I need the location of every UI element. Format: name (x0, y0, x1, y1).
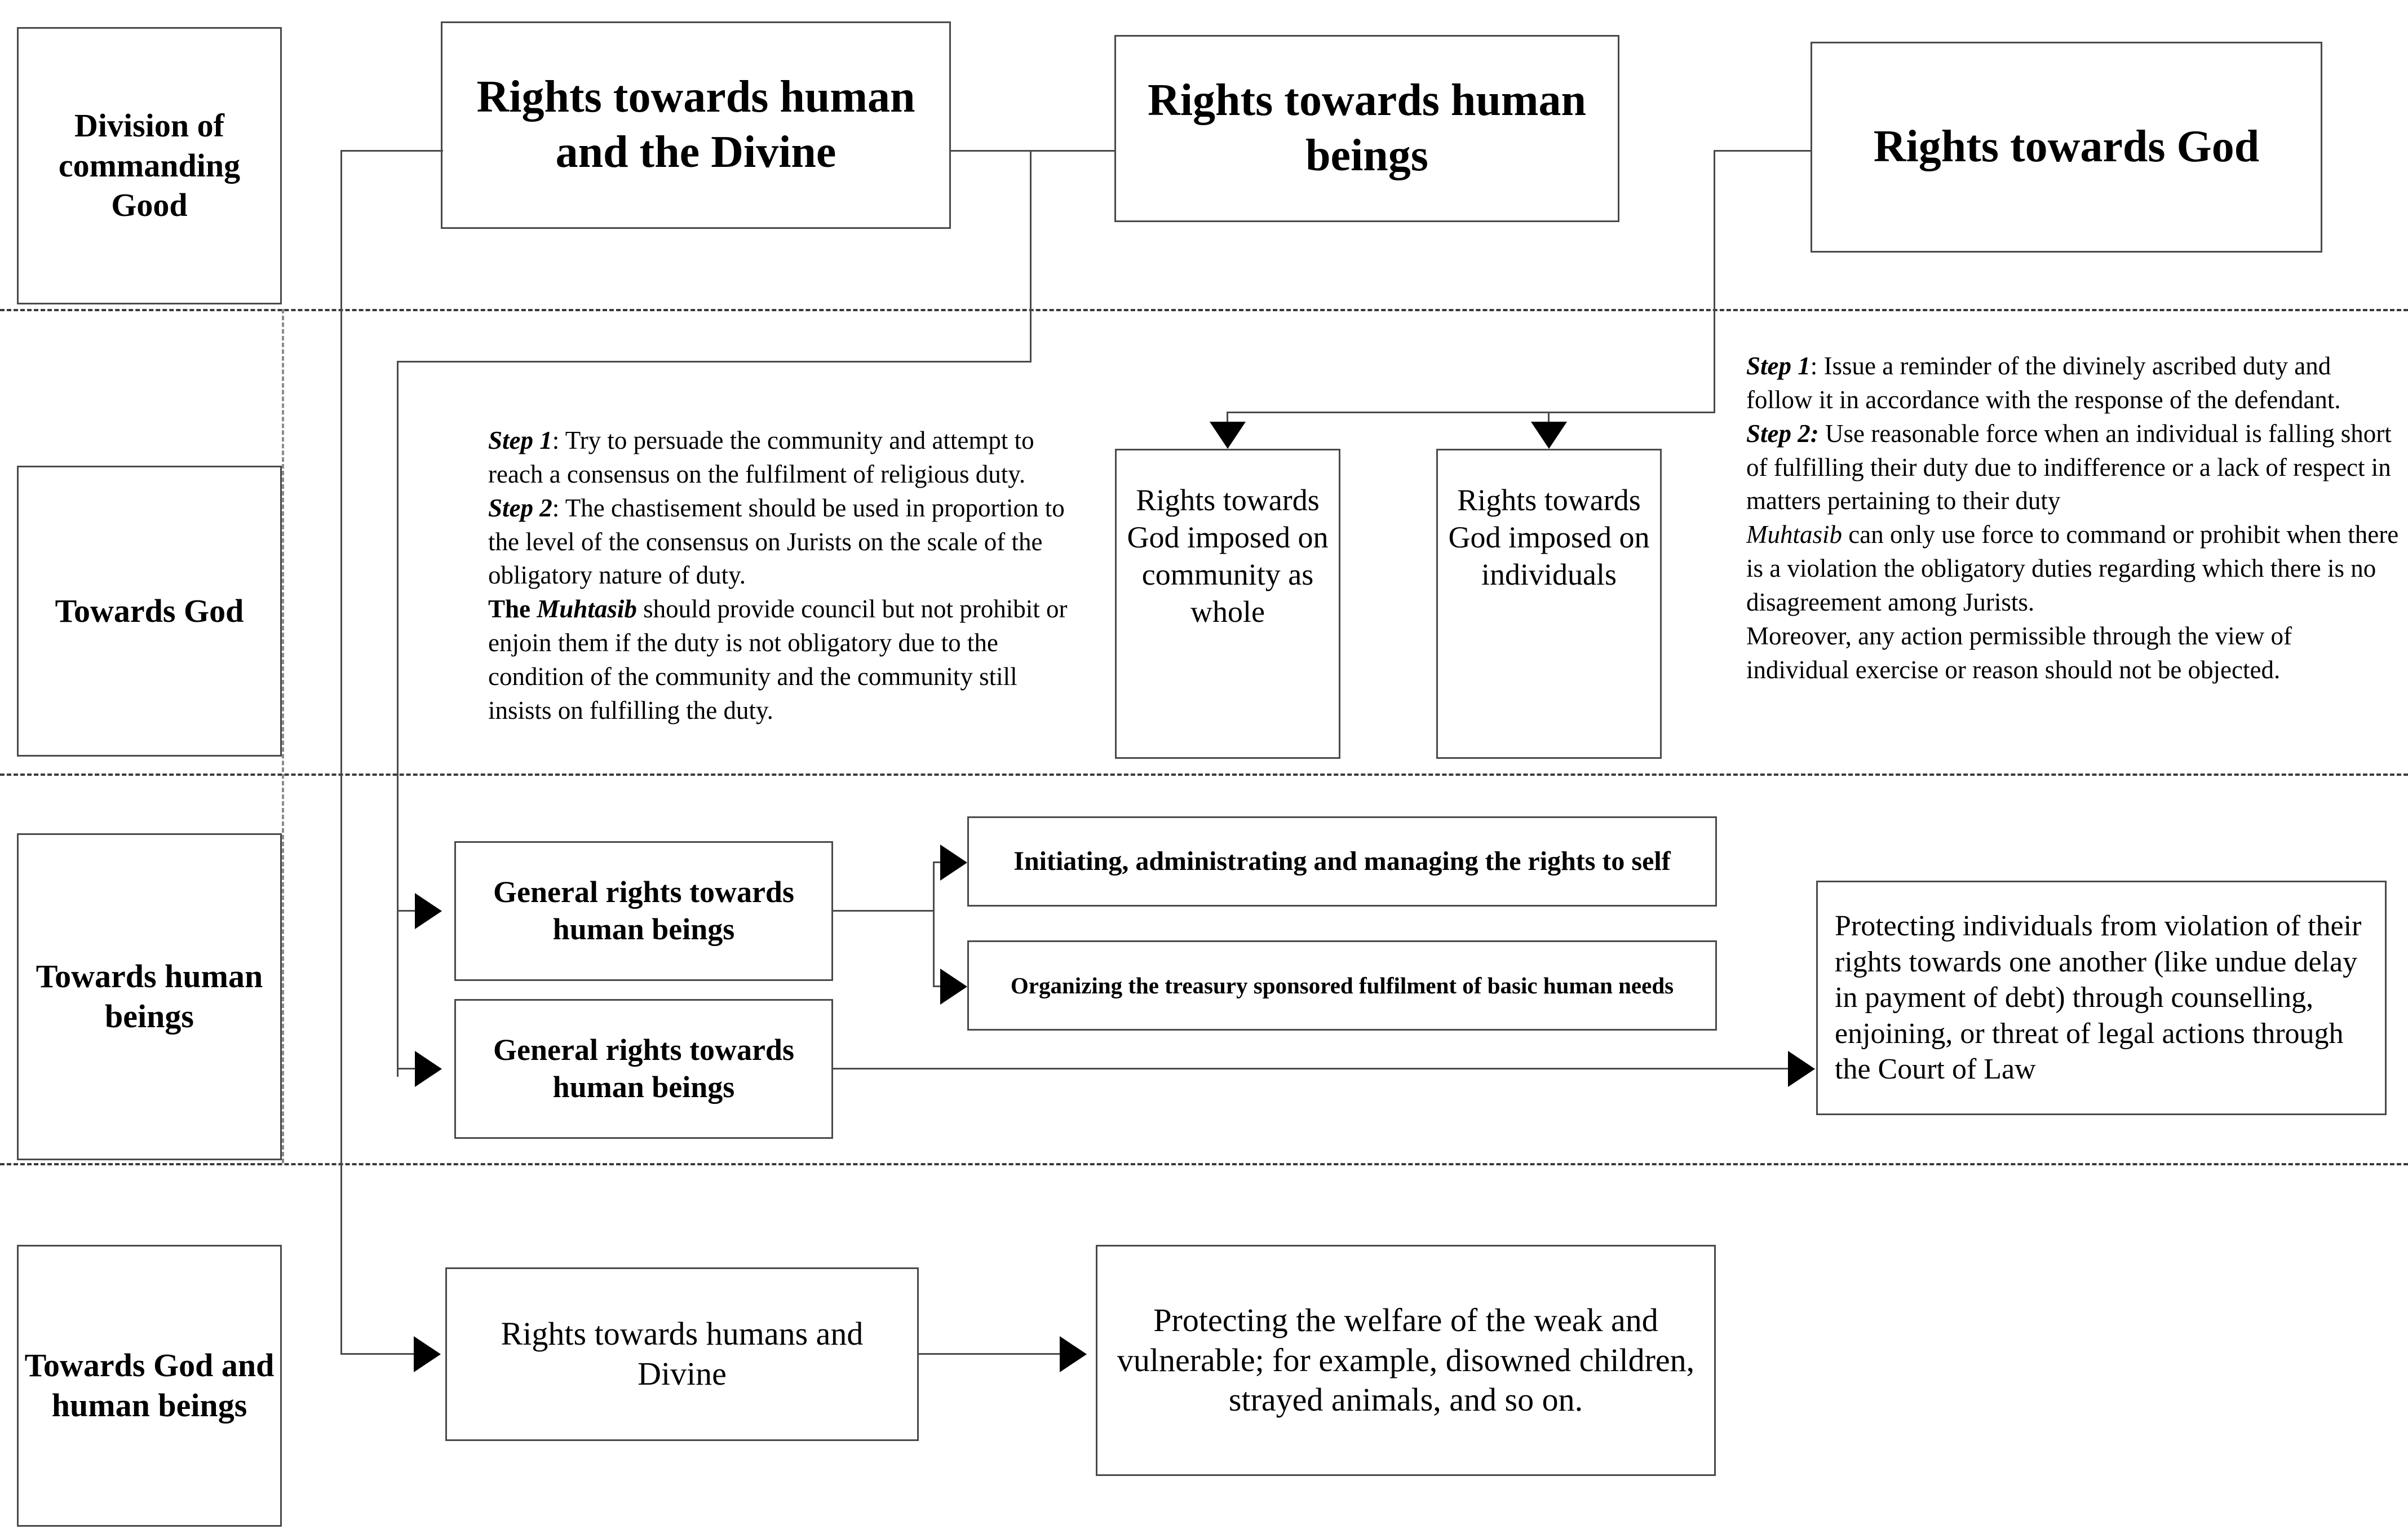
connector-god-right-stub (1714, 150, 1812, 152)
row-label-towards-human-beings-text: Towards human beings (36, 958, 263, 1035)
connector-gen1-out (833, 910, 935, 912)
left-column-dashed-divider (282, 309, 284, 1163)
connector-human-beings-stub (1032, 150, 1116, 152)
connector-main-trunk-vertical (340, 150, 342, 1354)
box-initiating-label: Initiating, administrating and managing … (1013, 846, 1671, 876)
box-general-rights-towards-human-beings-1: General rights towards human beings (454, 841, 833, 981)
box-rights-towards-humans-and-divine: Rights towards humans and Divine (445, 1267, 919, 1441)
box-rights-towards-god-imposed-on-individuals: Rights towards God imposed on individual… (1436, 449, 1662, 759)
connector-human-divine-to-step-region-top (397, 361, 1032, 363)
arrowhead-to-welfare-box (1060, 1336, 1087, 1372)
header-box-god-label: Rights towards God (1873, 122, 2260, 172)
row-separator-2 (0, 774, 2408, 776)
box-general-rights-2-label: General rights towards human beings (493, 1033, 794, 1104)
arrowhead-to-initiating-box (940, 845, 967, 881)
row-label-towards-human-beings: Towards human beings (17, 833, 282, 1160)
row-separator-1 (0, 309, 2408, 311)
arrowhead-to-general-rights-2 (415, 1051, 442, 1087)
connector-to-rights-humans-divine (340, 1353, 414, 1355)
row-label-towards-god-text: Towards God (55, 592, 244, 629)
connector-gen1-split-vertical (933, 861, 935, 985)
connector-god-right-vertical (1714, 150, 1715, 413)
arrowhead-to-god-individuals-box (1531, 422, 1567, 449)
header-box-division-of-commanding-good: Division of commanding Good (17, 27, 282, 304)
box-protecting-individuals-label: Protecting individuals from violation of… (1835, 910, 2362, 1086)
box-organizing-treasury-sponsored-fulfilment: Organizing the treasury sponsored fulfil… (967, 940, 1717, 1031)
arrowhead-to-god-community-box (1210, 422, 1246, 449)
row-label-towards-both-text: Towards God and human beings (24, 1347, 275, 1424)
header-box-rights-towards-human-beings: Rights towards human beings (1114, 35, 1619, 222)
connector-to-general-rights-2 (397, 1068, 415, 1069)
header-box-division-label: Division of commanding Good (58, 107, 241, 224)
box-god-individuals-label: Rights towards God imposed on individual… (1448, 483, 1650, 591)
box-welfare-label: Protecting the welfare of the weak and v… (1117, 1301, 1695, 1418)
towards-god-left-steps-text: Step 1: Try to persuade the community an… (488, 426, 1068, 724)
row-label-towards-god-and-human-beings: Towards God and human beings (17, 1245, 282, 1527)
box-initiating-administrating-managing-rights-to-self: Initiating, administrating and managing … (967, 816, 1717, 907)
header-box-human-beings-label: Rights towards human beings (1148, 76, 1586, 180)
header-box-rights-towards-god: Rights towards God (1811, 42, 2322, 253)
connector-secondary-trunk-vertical (397, 361, 399, 1077)
box-rights-humans-divine-label: Rights towards humans and Divine (501, 1315, 864, 1392)
connector-human-divine-to-step-region-vertical (1030, 150, 1032, 363)
row-label-towards-god: Towards God (17, 466, 282, 757)
towards-god-right-steps-text: Step 1: Issue a reminder of the divinely… (1746, 352, 2399, 684)
arrowhead-to-rights-humans-divine (414, 1336, 441, 1372)
box-god-community-label: Rights towards God imposed on community … (1127, 483, 1329, 629)
box-treasury-label: Organizing the treasury sponsored fulfil… (1010, 972, 1674, 998)
connector-rights-hd-to-welfare (919, 1353, 1060, 1355)
connector-human-divine-stub (340, 150, 443, 152)
box-rights-towards-god-imposed-on-community: Rights towards God imposed on community … (1115, 449, 1340, 759)
box-general-rights-towards-human-beings-2: General rights towards human beings (454, 999, 833, 1139)
arrowhead-to-protecting-individuals-box (1788, 1051, 1815, 1087)
connector-god-split-horizontal (1227, 412, 1715, 413)
connector-human-divine-top-return (951, 150, 1032, 152)
connector-to-general-rights-1 (397, 910, 415, 912)
header-box-rights-towards-human-and-divine: Rights towards human and the Divine (441, 21, 951, 229)
row-separator-3 (0, 1163, 2408, 1165)
connector-gen2-to-protecting (833, 1068, 1788, 1069)
box-protecting-individuals-from-violation: Protecting individuals from violation of… (1816, 881, 2387, 1115)
arrowhead-to-general-rights-1 (415, 893, 442, 929)
box-protecting-welfare-of-weak-and-vulnerable: Protecting the welfare of the weak and v… (1096, 1245, 1716, 1476)
header-box-human-divine-label: Rights towards human and the Divine (476, 72, 915, 177)
box-general-rights-1-label: General rights towards human beings (493, 875, 794, 946)
arrowhead-to-treasury-box (940, 969, 967, 1005)
